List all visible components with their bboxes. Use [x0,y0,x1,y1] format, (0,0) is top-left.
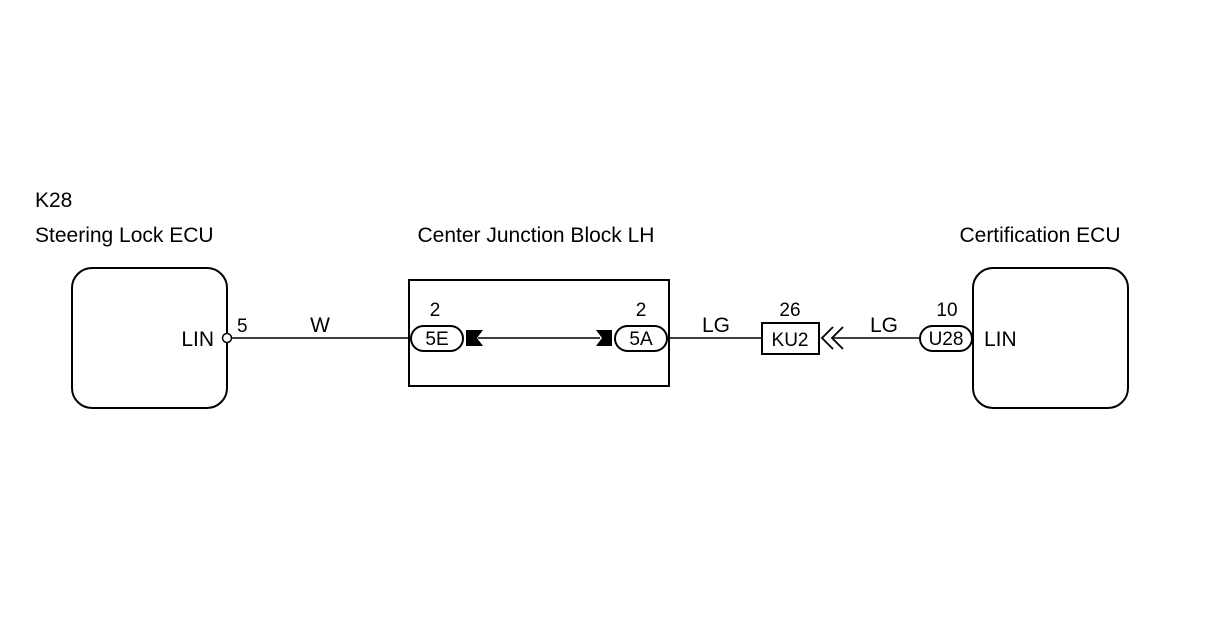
connector-5e-outline [410,325,464,352]
certification-ecu-box [972,267,1129,409]
steering-lock-ecu-code: K28 [35,189,72,212]
connector-5e-pin: 2 [430,300,441,321]
certification-ecu: Certification ECU 10 U28 LIN [919,224,1129,409]
connector-u28-outline [919,325,973,352]
junction-block-title: Center Junction Block LH [418,224,655,247]
connector-ku2-chevron-icon [820,326,834,350]
center-junction-block: Center Junction Block LH 2 5E 2 5A [408,224,670,387]
connector-5a-outline [614,325,668,352]
wire-color-lg-2: LG [870,314,898,337]
connector-5e-terminal-icon [466,330,483,346]
connector-u28-label: U28 [929,329,964,350]
connector-5a-terminal-icon [596,330,612,346]
certification-ecu-title: Certification ECU [959,224,1120,247]
steering-lock-pin-number: 5 [237,316,248,337]
connector-5a-pin: 2 [636,300,647,321]
steering-lock-ecu-title: Steering Lock ECU [35,224,214,247]
steering-lock-terminal-pin [221,332,233,344]
connector-5e-label: 5E [425,329,448,350]
steering-lock-terminal-label: LIN [181,328,214,351]
wire-color-lg-1: LG [702,314,730,337]
connector-5a-label: 5A [629,329,653,350]
steering-lock-ecu: K28 Steering Lock ECU LIN 5 [35,189,248,409]
connector-ku2-pin: 26 [779,300,800,321]
connector-ku2-label: KU2 [772,330,809,351]
connector-u28-pin: 10 [936,300,957,321]
connector-ku2-box [761,322,820,355]
wire-color-w: W [310,314,330,337]
connector-ku2-chevron-icon [830,326,844,350]
certification-terminal-label: LIN [984,328,1017,351]
inline-connector-ku2: 26 KU2 [761,300,844,355]
